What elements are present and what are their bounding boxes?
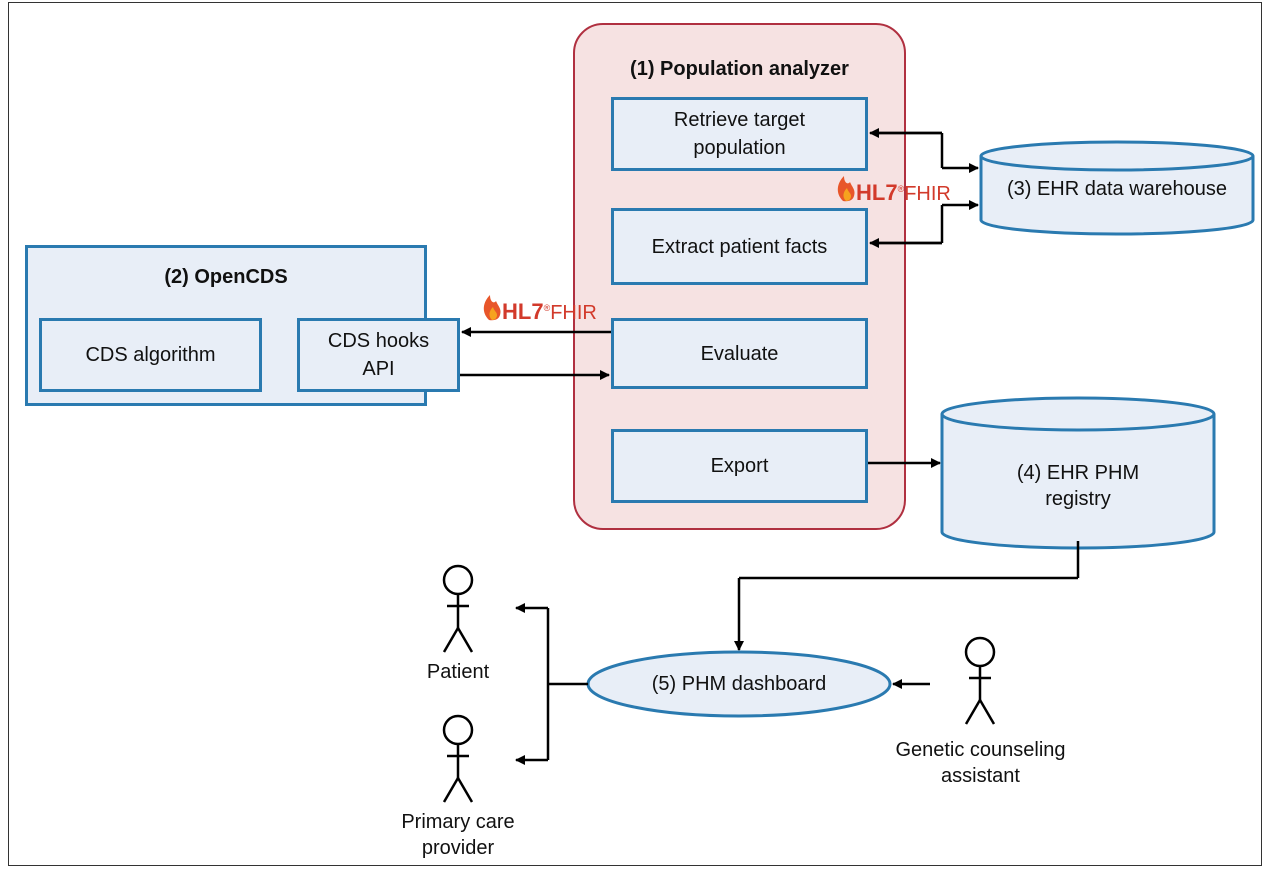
population-analyzer-title: (1) Population analyzer xyxy=(630,58,849,80)
dashboard-to-actors-arrow xyxy=(515,603,588,765)
registry-to-dashboard-arrow xyxy=(734,541,1080,651)
retrieve-warehouse-connector xyxy=(869,128,979,173)
cds-hooks-api-box: CDS hooks API xyxy=(297,318,460,392)
diagram-frame xyxy=(8,2,1262,866)
provider-actor-icon xyxy=(442,714,474,803)
hl7-text: HL7 xyxy=(856,180,898,205)
registered-mark: ® xyxy=(897,184,905,194)
hl7-fhir-logo-1: HL7 ® FHIR xyxy=(856,180,951,206)
registered-mark: ® xyxy=(543,303,551,313)
patient-actor-icon xyxy=(442,564,474,653)
patient-label: Patient xyxy=(426,661,490,683)
retrieve-target-population-box: Retrieve target population xyxy=(611,97,868,171)
evaluate-box: Evaluate xyxy=(611,318,868,389)
cds-algorithm-box: CDS algorithm xyxy=(39,318,262,392)
fhir-text: FHIR xyxy=(904,183,951,205)
hl7-fhir-logo-2: HL7 ® FHIR xyxy=(502,299,597,325)
fhir-flame-icon-2 xyxy=(483,295,501,321)
export-box: Export xyxy=(611,429,868,503)
genetic-counseling-assistant-label: Genetic counseling assistant xyxy=(895,739,1066,787)
hl7-text: HL7 xyxy=(502,299,544,324)
ehr-phm-registry-label: (4) EHR PHM registry xyxy=(1016,462,1140,510)
extract-patient-facts-box: Extract patient facts xyxy=(611,208,868,285)
fhir-flame-icon-1 xyxy=(837,176,855,202)
ehr-data-warehouse-label: (3) EHR data warehouse xyxy=(1006,178,1228,200)
fhir-text: FHIR xyxy=(550,302,597,324)
extract-warehouse-connector xyxy=(869,200,979,248)
ehr-data-warehouse-cylinder xyxy=(979,140,1255,236)
primary-care-provider-label: Primary care provider xyxy=(401,811,515,859)
phm-dashboard-label: (5) PHM dashboard xyxy=(651,673,827,695)
opencds-title: (2) OpenCDS xyxy=(164,266,288,288)
assistant-actor-icon xyxy=(964,636,996,725)
